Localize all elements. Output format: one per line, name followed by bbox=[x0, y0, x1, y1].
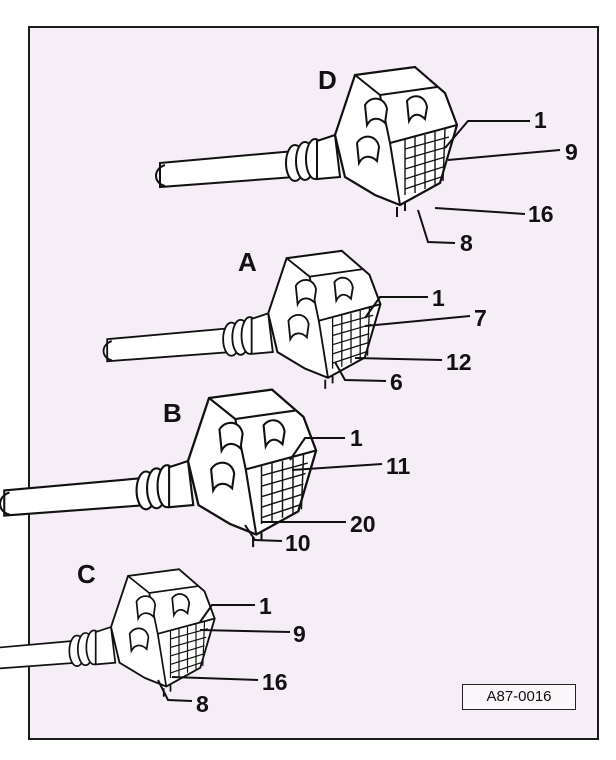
connector-label-a: A bbox=[238, 247, 257, 277]
pin-label: 12 bbox=[446, 349, 472, 375]
pin-label: 9 bbox=[293, 621, 306, 647]
pin-label: 10 bbox=[285, 530, 311, 556]
leader-line bbox=[199, 604, 255, 623]
pin-label: 6 bbox=[390, 369, 403, 395]
connector-d: D 1 9 16 8 bbox=[154, 65, 578, 256]
pin-label: 1 bbox=[534, 107, 547, 133]
pin-label: 8 bbox=[196, 691, 209, 717]
leader-line bbox=[171, 676, 259, 681]
pin-label: 11 bbox=[386, 453, 411, 479]
pin-label: 1 bbox=[350, 425, 363, 451]
connector-b: B 1 11 20 10 bbox=[0, 388, 411, 556]
leader-line bbox=[354, 357, 443, 361]
pin-label: 1 bbox=[432, 285, 445, 311]
leader-line bbox=[289, 437, 345, 461]
leader-line bbox=[157, 679, 193, 702]
pin-label: 16 bbox=[528, 201, 554, 227]
connector-label-d: D bbox=[318, 65, 337, 95]
connector-label-b: B bbox=[163, 398, 182, 428]
pin-label: 20 bbox=[350, 511, 376, 537]
leader-line bbox=[434, 207, 526, 215]
leader-line bbox=[444, 120, 530, 149]
leader-line bbox=[364, 315, 471, 327]
pin-label: 16 bbox=[262, 669, 288, 695]
leader-line bbox=[244, 524, 283, 542]
pin-label: 1 bbox=[259, 593, 272, 619]
leader-line bbox=[447, 149, 561, 161]
leader-line bbox=[199, 629, 291, 633]
connector-c: C 1 9 16 8 bbox=[0, 559, 306, 717]
leader-line bbox=[334, 361, 387, 382]
leader-line bbox=[291, 463, 383, 471]
connector-label-c: C bbox=[77, 559, 96, 589]
pin-label: 7 bbox=[474, 305, 487, 331]
pin-label: 8 bbox=[460, 230, 473, 256]
connector-a: A 1 7 12 6 bbox=[102, 247, 487, 395]
leader-line bbox=[364, 296, 428, 319]
pin-label: 9 bbox=[565, 139, 578, 165]
leader-line bbox=[417, 209, 456, 244]
figure-id-label: A87-0016 bbox=[462, 684, 576, 710]
